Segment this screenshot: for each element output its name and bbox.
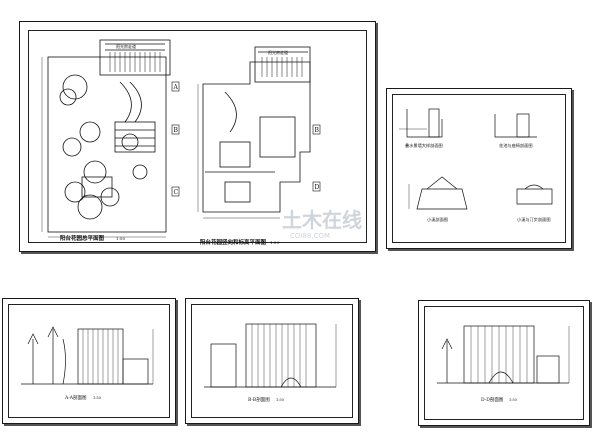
entry-label: 阳光房走道	[116, 43, 136, 49]
sheet-frame	[191, 304, 353, 418]
watermark-en: COI88.COM	[290, 232, 330, 240]
plan-vertical-scale: 1:50	[270, 240, 279, 245]
plan-vertical-title: 阳台花园竖向和标高平面图	[200, 238, 267, 246]
sheet-frame	[8, 304, 170, 418]
entry-label-2: 阳光房走道	[268, 49, 288, 55]
axis-d-label: D	[315, 184, 320, 191]
plan-drawing: A B C B D 阳光房走道 阳光房走道 阳台花园总平面图 1:50 阳台花园…	[41, 39, 362, 246]
section-d-drawing: D-D剖面图 1:50	[437, 325, 570, 403]
section-b-drawing: B-B剖面图 1:50	[204, 323, 337, 403]
plan-overall-title: 阳台花园总平面图	[60, 234, 105, 242]
detail1-title: 叠水景墙大样剖面图	[405, 142, 443, 149]
section-a-drawing: A-A剖面图 1:50	[21, 326, 154, 401]
detail3-title: 小溪剖面图	[427, 216, 448, 223]
sheet-plan-overall: A B C B D 阳光房走道 阳光房走道 阳台花园总平面图 1:50 阳台花园…	[19, 21, 376, 252]
axis-c-label: C	[174, 189, 179, 196]
detail4-title: 小溪与汀步剖面图	[517, 216, 551, 223]
details-drawing: 叠水景墙大样剖面图 花池与座椅剖面图 小溪剖面图 小溪与汀步剖面图	[399, 108, 553, 223]
axis-a-label: A	[173, 84, 179, 91]
detail2-title: 花池与座椅剖面图	[499, 142, 533, 149]
sheet-details: 叠水景墙大样剖面图 花池与座椅剖面图 小溪剖面图 小溪与汀步剖面图	[386, 88, 572, 249]
sheet-section-b: B-B剖面图 1:50	[185, 298, 359, 424]
axis-b-label: B	[174, 127, 179, 134]
section-d-title: D-D剖面图	[481, 396, 504, 403]
watermark-cn: 土木在线	[282, 208, 362, 232]
plan-overall-scale: 1:50	[116, 236, 125, 241]
section-a-title: A-A剖面图	[64, 394, 87, 401]
sheet-frame	[424, 306, 584, 420]
watermark: 土木在线 COI88.COM	[282, 208, 362, 240]
sheet-section-d: D-D剖面图 1:50	[418, 300, 590, 426]
section-d-scale: 1:50	[509, 398, 517, 402]
section-b-scale: 1:50	[276, 398, 284, 402]
section-b-title: B-B剖面图	[248, 396, 270, 403]
sheet-section-a: A-A剖面图 1:50	[2, 298, 176, 424]
section-a-scale: 1:50	[93, 396, 101, 400]
axis-b-right-label: B	[315, 127, 320, 134]
sheet-frame	[28, 30, 367, 243]
sheet-frame	[392, 94, 566, 243]
